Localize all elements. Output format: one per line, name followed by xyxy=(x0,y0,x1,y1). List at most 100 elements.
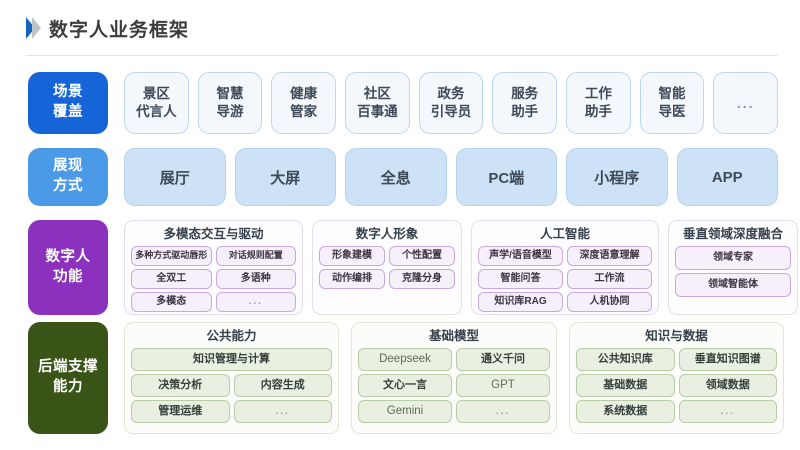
row-label-line1: 展现 xyxy=(53,158,83,175)
row-label-line2: 方式 xyxy=(53,178,83,194)
scene-item-line1: 政务 xyxy=(437,86,465,102)
card-title: 基础模型 xyxy=(428,329,479,343)
chip[interactable]: 基础数据 xyxy=(576,374,675,398)
chip[interactable]: Gemini xyxy=(358,400,452,424)
chip[interactable]: 知识库RAG xyxy=(478,292,563,313)
chip[interactable]: 克隆分身 xyxy=(389,269,455,290)
card-chips: 知识管理与计算 决策分析 内容生成 管理运维 ... xyxy=(131,348,332,427)
slide-header: 数字人业务框架 xyxy=(0,0,800,56)
chip[interactable]: 领域数据 xyxy=(678,374,777,398)
chip[interactable]: 知识管理与计算 xyxy=(131,348,332,372)
scene-item[interactable]: 智慧 导游 xyxy=(197,72,263,134)
display-item[interactable]: PC端 xyxy=(455,148,557,206)
scene-item[interactable]: 工作 助手 xyxy=(566,72,631,134)
display-item[interactable]: APP xyxy=(676,148,778,206)
chip[interactable]: 深度语意理解 xyxy=(567,246,652,267)
function-card-ai: 人工智能 声学/语音模型 深度语意理解 智能问答 工作流 知识库RAG 人机协同 xyxy=(471,220,659,315)
card-title: 多模态交互与驱动 xyxy=(163,227,264,241)
row-digital-human-functions: 数字人 功能 多模态交互与驱动 多种方式驱动唇形 对话规则配置 全双工 多语种 … xyxy=(28,220,798,315)
function-card-multimodal: 多模态交互与驱动 多种方式驱动唇形 对话规则配置 全双工 多语种 多模态 ... xyxy=(124,220,303,315)
scene-item-line1: 社区 xyxy=(363,86,391,102)
chip[interactable]: 系统数据 xyxy=(576,400,675,424)
chip[interactable]: 文心一言 xyxy=(358,374,452,398)
row-label-display-modes: 展现 方式 xyxy=(28,148,108,206)
scene-items: 景区 代言人 智慧 导游 健康 管家 社区 百事通 政务 引导员 服务 助手 xyxy=(124,72,779,134)
card-chips: Deepseek 通义千问 文心一言 GPT Gemini ... xyxy=(358,348,550,427)
chip[interactable]: 管理运维 xyxy=(131,400,230,424)
chip-more[interactable]: ... xyxy=(456,400,550,424)
backend-card-public-capability: 公共能力 知识管理与计算 决策分析 内容生成 管理运维 ... xyxy=(124,322,339,434)
backend-card-foundation-models: 基础模型 Deepseek 通义千问 文心一言 GPT Gemini ... xyxy=(351,322,557,434)
scene-item-line2: 导医 xyxy=(658,104,686,119)
chip-more[interactable]: ... xyxy=(678,400,777,424)
chip[interactable]: Deepseek xyxy=(358,348,452,372)
scene-item-line2: 百事通 xyxy=(357,104,398,119)
scene-item-line1: 智慧 xyxy=(216,86,244,102)
chip[interactable]: 垂直知识图谱 xyxy=(678,348,777,372)
row-label-line2: 功能 xyxy=(53,268,83,285)
chip[interactable]: 多种方式驱动唇形 xyxy=(131,246,212,267)
scene-item[interactable]: 服务 助手 xyxy=(492,72,558,134)
row-label-scene-coverage: 场景 覆盖 xyxy=(28,72,108,134)
chevron-right-icon xyxy=(32,17,41,39)
header-divider xyxy=(26,55,778,56)
display-item[interactable]: 展厅 xyxy=(124,148,226,206)
scene-item-line2: 引导员 xyxy=(430,104,472,119)
chip-more[interactable]: ... xyxy=(233,400,332,424)
scene-item-more[interactable]: ... xyxy=(713,72,779,134)
card-chips: 公共知识库 垂直知识图谱 基础数据 领域数据 系统数据 ... xyxy=(576,348,777,427)
display-item[interactable]: 全息 xyxy=(345,148,447,206)
chip[interactable]: 通义千问 xyxy=(456,348,550,372)
function-card-avatar: 数字人形象 形象建模 个性配置 动作编排 克隆分身 xyxy=(312,220,462,315)
chip[interactable]: 全双工 xyxy=(131,269,212,290)
scene-item-line1: 服务 xyxy=(511,86,539,102)
chip[interactable]: GPT xyxy=(456,374,550,398)
card-title: 垂直领域深度融合 xyxy=(682,227,783,241)
row-display-modes: 展现 方式 展厅 大屏 全息 PC端 小程序 APP xyxy=(28,148,778,206)
scene-item-line1: ... xyxy=(736,94,755,111)
chip[interactable]: 领域智能体 xyxy=(675,273,791,298)
row-label-line1: 数字人 xyxy=(45,248,91,265)
chevron-right-icon xyxy=(26,17,35,39)
scene-item-line2: 管家 xyxy=(290,104,318,119)
display-item[interactable]: 小程序 xyxy=(566,148,668,206)
chip[interactable]: 内容生成 xyxy=(233,374,332,398)
chip[interactable]: 声学/语音模型 xyxy=(478,246,563,267)
chip-more[interactable]: ... xyxy=(215,292,296,313)
row-backend-support: 后端支撑 能力 公共能力 知识管理与计算 决策分析 内容生成 管理运维 ... … xyxy=(28,322,784,434)
row-label-line2: 覆盖 xyxy=(53,104,83,120)
row-label-digital-human-functions: 数字人 功能 xyxy=(28,220,108,315)
display-item[interactable]: 大屏 xyxy=(234,148,336,206)
scene-item-line2: 助手 xyxy=(511,104,539,119)
scene-item[interactable]: 政务 引导员 xyxy=(418,72,484,134)
card-chips: 形象建模 个性配置 动作编排 克隆分身 xyxy=(319,246,455,308)
row-scene-coverage: 场景 覆盖 景区 代言人 智慧 导游 健康 管家 社区 百事通 政务 引导员 xyxy=(28,72,779,134)
chip[interactable]: 对话规则配置 xyxy=(215,246,296,267)
function-card-vertical-domain: 垂直领域深度融合 领域专家 领域智能体 xyxy=(668,220,798,315)
chip[interactable]: 个性配置 xyxy=(389,246,455,267)
scene-item[interactable]: 健康 管家 xyxy=(271,72,337,134)
scene-item-line2: 助手 xyxy=(584,104,612,119)
row-label-line1: 场景 xyxy=(53,84,83,101)
chip[interactable]: 工作流 xyxy=(567,269,652,290)
chip[interactable]: 多模态 xyxy=(131,292,212,313)
display-items: 展厅 大屏 全息 PC端 小程序 APP xyxy=(124,148,778,206)
chip[interactable]: 形象建模 xyxy=(319,246,385,267)
card-chips: 声学/语音模型 深度语意理解 智能问答 工作流 知识库RAG 人机协同 xyxy=(478,246,652,313)
chip[interactable]: 智能问答 xyxy=(478,269,563,290)
scene-item[interactable]: 景区 代言人 xyxy=(124,72,189,134)
chip[interactable]: 多语种 xyxy=(215,269,296,290)
function-cards: 多模态交互与驱动 多种方式驱动唇形 对话规则配置 全双工 多语种 多模态 ...… xyxy=(124,220,798,315)
chip[interactable]: 人机协同 xyxy=(567,292,652,313)
scene-item-line2: 导游 xyxy=(216,104,244,119)
card-title: 人工智能 xyxy=(539,227,590,241)
page-title: 数字人业务框架 xyxy=(49,19,190,41)
chip[interactable]: 动作编排 xyxy=(319,269,385,290)
card-chips: 领域专家 领域智能体 xyxy=(675,246,791,308)
scene-item[interactable]: 智能 导医 xyxy=(639,72,705,134)
chip[interactable]: 领域专家 xyxy=(675,246,791,271)
chip[interactable]: 公共知识库 xyxy=(576,348,675,372)
chip[interactable]: 决策分析 xyxy=(131,374,230,398)
scene-item[interactable]: 社区 百事通 xyxy=(345,72,410,134)
